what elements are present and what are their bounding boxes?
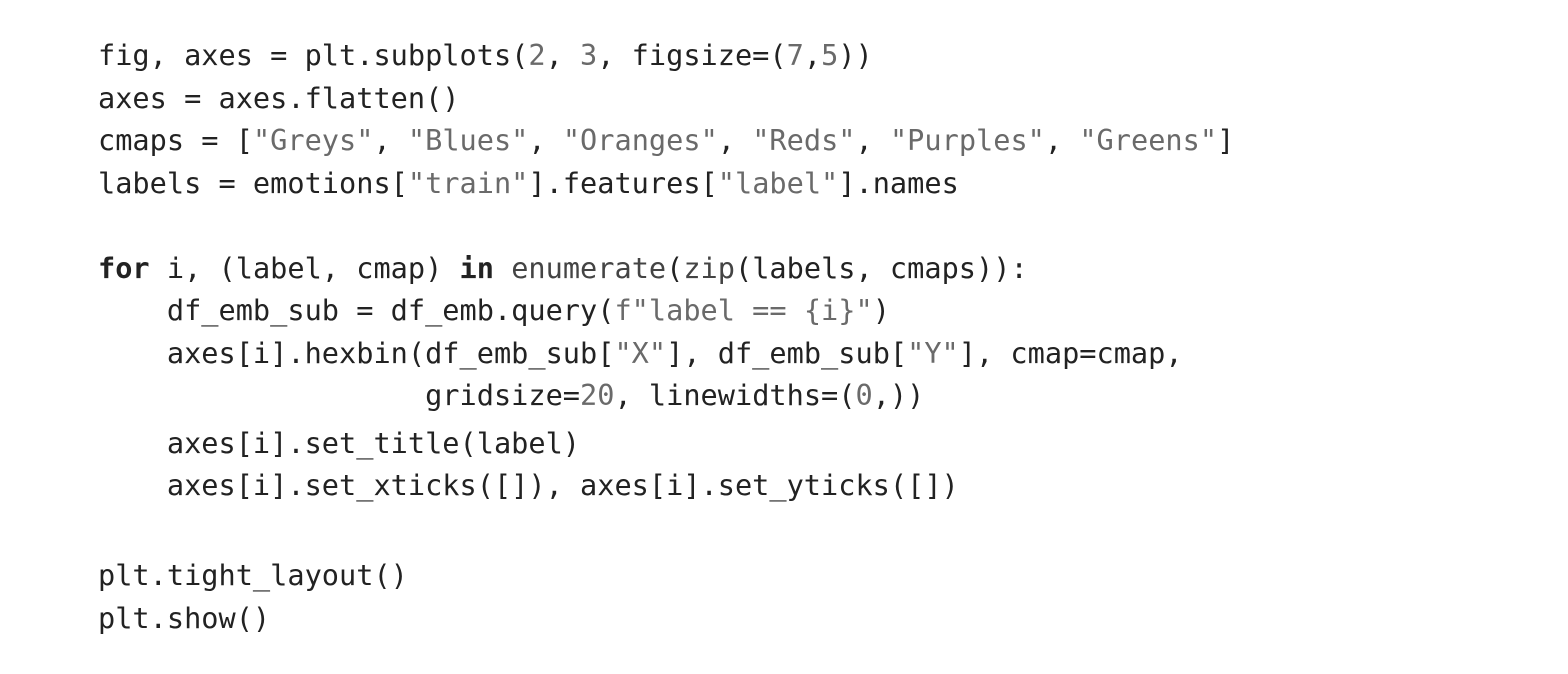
code-token: )): [838, 38, 873, 72]
code-token: ,: [528, 123, 563, 157]
code-line: gridsize=20, linewidths=(0,)): [98, 374, 1234, 417]
literal-token: 5: [821, 38, 839, 72]
literal-token: 2: [528, 38, 546, 72]
code-token: ], df_emb_sub[: [666, 335, 908, 370]
code-token: [494, 251, 511, 285]
literal-token: "label": [717, 165, 839, 200]
code-token: ], cmap=cmap,: [958, 335, 1183, 370]
code-token: ,: [717, 123, 753, 157]
code-token: , linewidths=(: [614, 378, 856, 412]
code-token: axes[i].set_xticks([]), axes[i].set_ytic…: [98, 468, 959, 502]
blank-line: [98, 512, 1234, 555]
code-token: ].names: [838, 165, 959, 200]
code-token: cmaps = [: [98, 123, 253, 157]
code-token: labels = emotions[: [98, 165, 408, 200]
literal-token: "Y": [907, 335, 959, 370]
code-token: ,)): [872, 378, 925, 412]
code-token: ,: [373, 123, 408, 157]
keyword-token: in: [459, 250, 494, 285]
literal-token: 7: [786, 38, 804, 72]
literal-token: "Blues": [407, 123, 529, 157]
code-token: ): [872, 293, 890, 327]
code-line: fig, axes = plt.subplots(2, 3, figsize=(…: [98, 34, 1234, 77]
code-line: plt.show(): [98, 597, 1234, 640]
code-line: axes[i].set_xticks([]), axes[i].set_ytic…: [98, 464, 1234, 507]
literal-token: "train": [407, 165, 529, 200]
code-token: , figsize=(: [597, 38, 787, 72]
code-block: fig, axes = plt.subplots(2, 3, figsize=(…: [98, 34, 1234, 639]
literal-token: 0: [855, 378, 873, 412]
code-line: axes[i].hexbin(df_emb_sub["X"], df_emb_s…: [98, 332, 1234, 375]
code-token: axes[i].set_title(label): [98, 425, 581, 460]
code-token: ,: [855, 123, 890, 157]
code-token: ].features[: [528, 165, 718, 200]
literal-token: "Oranges": [562, 123, 718, 157]
code-token: ,: [545, 38, 581, 72]
code-token: ,: [803, 38, 822, 72]
code-token: plt.tight_layout(): [98, 558, 408, 592]
literal-token: "Greens": [1079, 123, 1218, 157]
code-token: i, (label, cmap): [149, 250, 460, 285]
code-line: labels = emotions["train"].features["lab…: [98, 162, 1234, 205]
literal-token: f"label == {i}": [614, 293, 873, 327]
code-token: ,: [1044, 123, 1080, 157]
keyword-token: for: [98, 250, 150, 285]
code-token: axes[i].hexbin(df_emb_sub[: [98, 335, 615, 370]
code-token: gridsize=: [98, 378, 581, 412]
code-line: for i, (label, cmap) in enumerate(zip(la…: [98, 247, 1234, 290]
code-token: plt.show(): [98, 600, 271, 635]
code-token: axes = axes.flatten(): [98, 80, 460, 115]
literal-token: 20: [580, 378, 615, 412]
code-line: df_emb_sub = df_emb.query(f"label == {i}…: [98, 289, 1234, 332]
builtin-token: enumerate: [511, 250, 667, 285]
literal-token: "Purples": [889, 123, 1045, 157]
blank-line: [98, 204, 1234, 247]
code-line: plt.tight_layout(): [98, 554, 1234, 597]
literal-token: "Reds": [752, 123, 856, 157]
code-token: (: [666, 250, 684, 285]
code-token: (labels, cmaps)):: [735, 250, 1028, 285]
code-line: axes = axes.flatten(): [98, 77, 1234, 120]
code-line: axes[i].set_title(label): [98, 422, 1234, 465]
literal-token: "Greys": [252, 123, 374, 157]
code-token: fig, axes = plt.subplots(: [98, 38, 529, 72]
builtin-token: zip: [683, 250, 735, 285]
code-line: cmaps = ["Greys", "Blues", "Oranges", "R…: [98, 119, 1234, 162]
literal-token: 3: [580, 38, 598, 72]
code-token: ]: [1217, 123, 1235, 157]
code-token: df_emb_sub = df_emb.query(: [98, 293, 615, 327]
literal-token: "X": [614, 335, 667, 370]
